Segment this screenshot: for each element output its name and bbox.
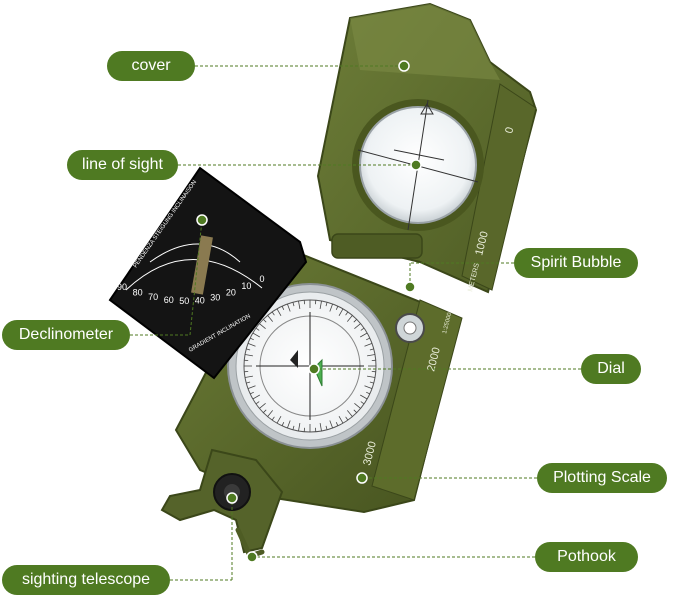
clinometer-number: 90 bbox=[117, 282, 127, 292]
clinometer-number: 40 bbox=[195, 295, 205, 305]
label-cover: cover bbox=[107, 51, 195, 81]
dial-tick bbox=[298, 300, 301, 309]
clinometer-number: 10 bbox=[241, 281, 251, 291]
cover-part bbox=[316, 2, 538, 294]
dial-tick bbox=[325, 425, 328, 430]
dial-tick bbox=[360, 401, 365, 405]
dial-tick bbox=[360, 327, 365, 331]
ruler-number-1000: 1000 bbox=[473, 230, 491, 257]
dial-tick bbox=[246, 381, 251, 384]
clinometer-scale: 90 80 70 60 50 40 30 20 10 0 bbox=[117, 274, 265, 306]
dial-tick bbox=[345, 416, 349, 421]
dial-tick bbox=[353, 409, 357, 413]
dial-tick bbox=[354, 402, 361, 409]
dial-tick bbox=[329, 303, 333, 312]
callout-dots bbox=[196, 60, 422, 563]
dial-tick bbox=[247, 343, 256, 347]
clinometer-number: 20 bbox=[226, 287, 236, 297]
dial-tick bbox=[346, 410, 353, 417]
dial-tick bbox=[292, 425, 295, 430]
clinometer-number: 50 bbox=[179, 296, 189, 306]
dial-tick bbox=[354, 323, 361, 330]
ruler-scale-label: 1:25000 bbox=[442, 311, 453, 334]
dial-tick bbox=[250, 337, 254, 341]
dial-tick bbox=[263, 319, 267, 323]
dial-tick bbox=[335, 306, 339, 310]
dial-tick bbox=[366, 391, 370, 395]
clinometer-number: 80 bbox=[133, 287, 143, 297]
dial-tick bbox=[360, 332, 368, 338]
dial-tick bbox=[369, 348, 374, 351]
label-pothook: Pothook bbox=[535, 542, 638, 572]
label-declinometer: Declinometer bbox=[2, 320, 130, 350]
dial-tick bbox=[255, 401, 260, 405]
dial-tick bbox=[259, 402, 266, 409]
dial-tick bbox=[345, 311, 349, 316]
dial-tick bbox=[271, 416, 275, 421]
dial-tick bbox=[271, 311, 275, 316]
label-line-of-sight: line of sight bbox=[67, 150, 178, 180]
dial-tick bbox=[298, 423, 301, 432]
dial-tick bbox=[276, 416, 282, 424]
dial-tick bbox=[246, 348, 251, 351]
dial-tick bbox=[267, 315, 274, 322]
dial-tick bbox=[367, 375, 376, 378]
dial-tick bbox=[319, 300, 322, 309]
dial-tick bbox=[250, 391, 254, 395]
dial-tick bbox=[247, 385, 256, 389]
dial-tick bbox=[338, 416, 344, 424]
dial-tick bbox=[369, 381, 374, 384]
dial-tick bbox=[360, 394, 368, 400]
dial-tick bbox=[292, 302, 295, 307]
dial-tick bbox=[366, 337, 370, 341]
dial-tick bbox=[252, 332, 260, 338]
dial-tick bbox=[346, 315, 353, 322]
dial-tick bbox=[353, 319, 357, 323]
dial-tick bbox=[244, 375, 253, 378]
dial-tick bbox=[329, 420, 333, 429]
label-plotting-scale: Plotting Scale bbox=[537, 463, 667, 493]
dial-tick bbox=[259, 323, 266, 330]
label-sighting-telescope: sighting telescope bbox=[2, 565, 170, 595]
dial-tick bbox=[255, 327, 260, 331]
clinometer-number: 0 bbox=[259, 274, 264, 284]
dial-tick bbox=[281, 422, 285, 426]
dial-tick bbox=[367, 354, 376, 357]
dial-tick bbox=[319, 423, 322, 432]
label-dial: Dial bbox=[581, 354, 641, 384]
label-spirit-bubble: Spirit Bubble bbox=[514, 248, 638, 278]
clinometer-number: 60 bbox=[164, 295, 174, 305]
dial-tick bbox=[276, 308, 282, 316]
dial-tick bbox=[335, 422, 339, 426]
dial-tick bbox=[267, 410, 274, 417]
callout-connectors bbox=[130, 65, 581, 581]
dial-tick bbox=[364, 343, 373, 347]
dial-tick bbox=[281, 306, 285, 310]
ruler-number-2000: 2000 bbox=[425, 346, 443, 373]
dial-tick bbox=[287, 303, 291, 312]
dial-tick bbox=[244, 354, 253, 357]
clinometer-number: 30 bbox=[210, 292, 220, 302]
ruler-number-3000: 3000 bbox=[361, 440, 379, 467]
ruler-number-0: 0 bbox=[503, 126, 516, 135]
dial-tick bbox=[338, 308, 344, 316]
dial-tick bbox=[263, 409, 267, 413]
dial-tick bbox=[252, 394, 260, 400]
dial-tick bbox=[325, 302, 328, 307]
dial-tick bbox=[287, 420, 291, 429]
clinometer-number: 70 bbox=[148, 292, 158, 302]
dial-tick bbox=[364, 385, 373, 389]
